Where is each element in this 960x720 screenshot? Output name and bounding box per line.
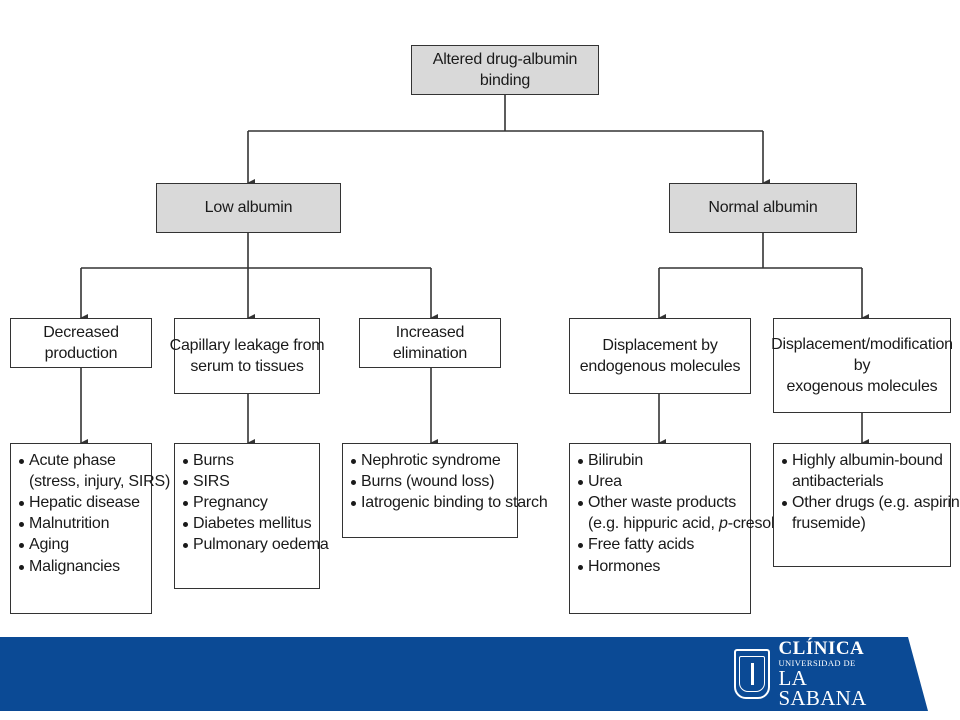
list-item: Highly albumin-bound antibacterials [780,450,946,492]
list-item: Aging [17,534,147,555]
list-item: Free fatty acids [576,534,746,555]
exogenous-label-line2: by [853,356,871,374]
brand-line3: LA SABANA [778,666,867,710]
decreased-production-node: Decreased production [10,318,152,368]
capillary-leakage-label-line1: Capillary leakage from [169,336,325,354]
list-item: Pregnancy [181,492,315,513]
footer-band [0,637,960,720]
list-item: Diabetes mellitus [181,513,315,534]
list-item: SIRS [181,471,315,492]
decreased-production-list: Acute phase (stress, injury, SIRS) Hepat… [10,443,170,614]
normal-albumin-node: Normal albumin [669,183,857,233]
brand-line2: UNIVERSIDAD DE [778,658,856,668]
list-item: Burns [181,450,315,471]
list-item: Malnutrition [17,513,147,534]
endogenous-displacement-node: Displacement by endogenous molecules [569,318,751,394]
capillary-leakage-label-line2: serum to tissues [190,358,304,375]
list-item: Malignancies [17,556,147,577]
exogenous-displacement-node: Displacement/modification by exogenous m… [771,318,953,413]
increased-elimination-list: Nephrotic syndrome Burns (wound loss) Ia… [342,443,548,538]
list-item: Hormones [576,556,746,577]
increased-elimination-label: Increased elimination [392,323,468,362]
clinica-logo: CLÍNICA UNIVERSIDAD DE LA SABANA [734,639,894,709]
list-item: Hepatic disease [17,492,147,513]
increased-elimination-node: Increased elimination [359,318,501,368]
exogenous-label-line3: exogenous molecules [786,378,938,396]
list-item: Bilirubin [576,450,746,471]
root-node: Altered drug-albumin binding [411,45,599,95]
list-item: Burns (wound loss) [349,471,513,492]
capillary-leakage-node: Capillary leakage from serum to tissues [170,318,325,394]
root-node-label: Altered drug-albumin binding [432,50,578,89]
low-albumin-node: Low albumin [156,183,341,233]
exogenous-displacement-list: Highly albumin-bound antibacterials Othe… [773,443,960,567]
list-item: Iatrogenic binding to starch [349,492,548,513]
list-item: Acute phase (stress, injury, SIRS) [17,450,170,492]
brand-line1: CLÍNICA [778,638,865,659]
decreased-production-label: Decreased production [43,323,119,362]
list-item: Nephrotic syndrome [349,450,513,471]
seal-icon [734,649,771,699]
endogenous-displacement-list: Bilirubin Urea Other waste products (e.g… [569,443,780,614]
list-item: Urea [576,471,746,492]
list-item: Other waste products (e.g. hippuric acid… [576,492,780,534]
list-item: Pulmonary oedema [181,534,329,555]
normal-albumin-label: Normal albumin [708,199,818,217]
list-item: Other drugs (e.g. aspirin, frusemide) [780,492,960,534]
exogenous-label-line1: Displacement/modification [771,335,953,353]
capillary-leakage-list: Burns SIRS Pregnancy Diabetes mellitus P… [174,443,329,589]
endogenous-label-line1: Displacement by [602,336,718,354]
endogenous-label-line2: endogenous molecules [579,358,741,375]
low-albumin-label: Low albumin [204,199,293,217]
